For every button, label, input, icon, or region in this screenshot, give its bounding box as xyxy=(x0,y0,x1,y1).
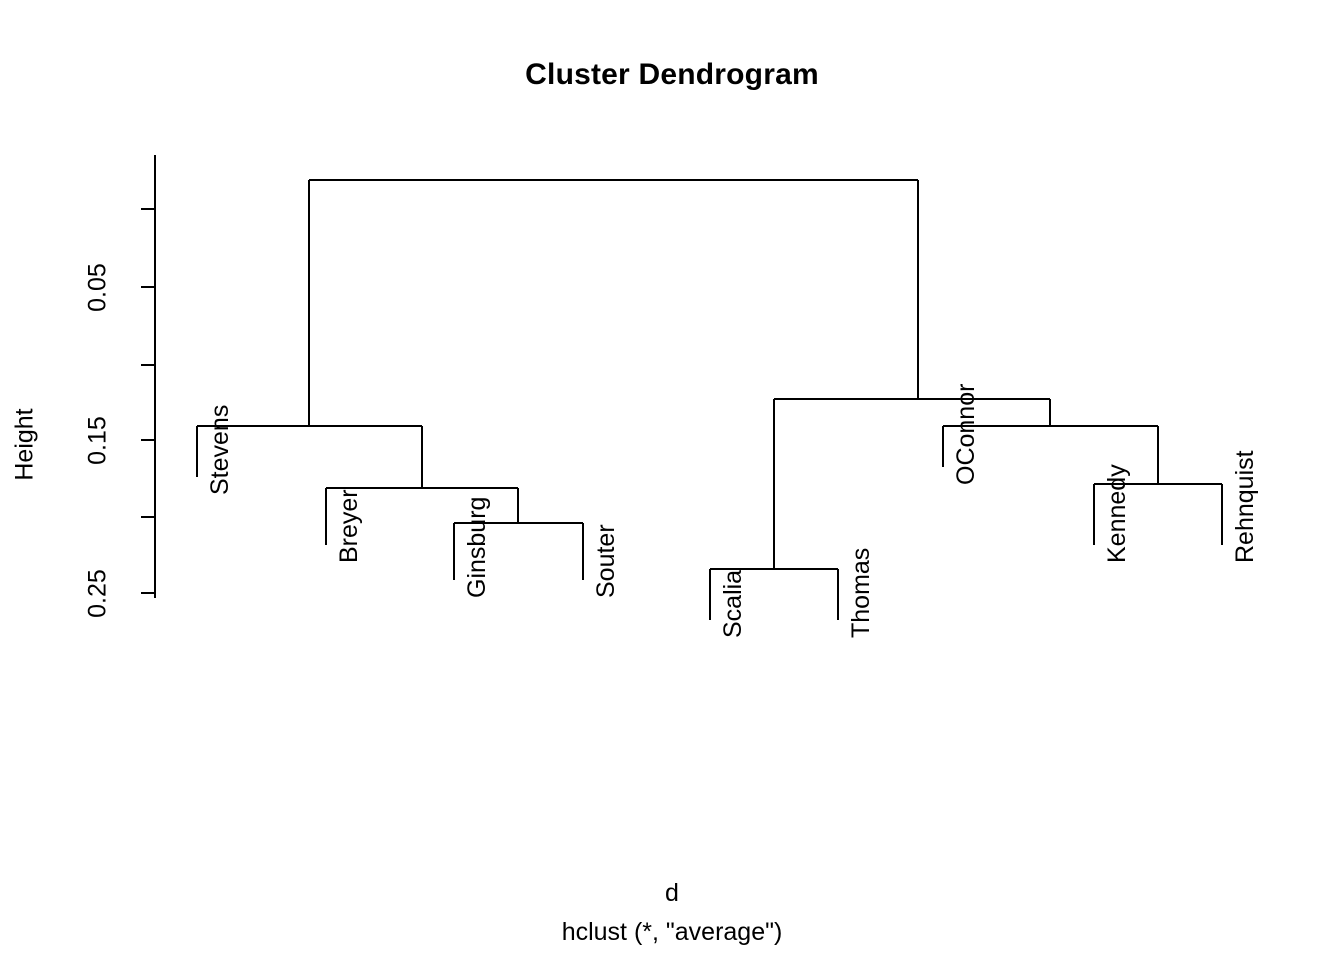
page-title: Cluster Dendrogram xyxy=(525,58,819,91)
dendrogram-tree xyxy=(196,179,1223,620)
x-axis-label: d xyxy=(665,879,679,907)
leaf-label: OConnor xyxy=(952,383,980,485)
leaf-label: Kennedy xyxy=(1103,464,1131,563)
leaf-label: Breyer xyxy=(335,489,363,563)
leaf-label: Ginsburg xyxy=(463,496,491,598)
leaf-label: Stevens xyxy=(206,404,234,495)
y-axis xyxy=(141,155,157,598)
leaf-label: Thomas xyxy=(847,547,875,638)
y-tick-label: 0.15 xyxy=(83,416,112,465)
leaf-label: Rehnquist xyxy=(1231,450,1259,563)
y-tick-label: 0.25 xyxy=(83,569,112,618)
leaf-label: Scalia xyxy=(719,569,747,638)
y-tick-label: 0.05 xyxy=(83,263,112,312)
x-axis-sublabel: hclust (*, "average") xyxy=(561,918,783,946)
leaf-label: Souter xyxy=(592,524,620,598)
